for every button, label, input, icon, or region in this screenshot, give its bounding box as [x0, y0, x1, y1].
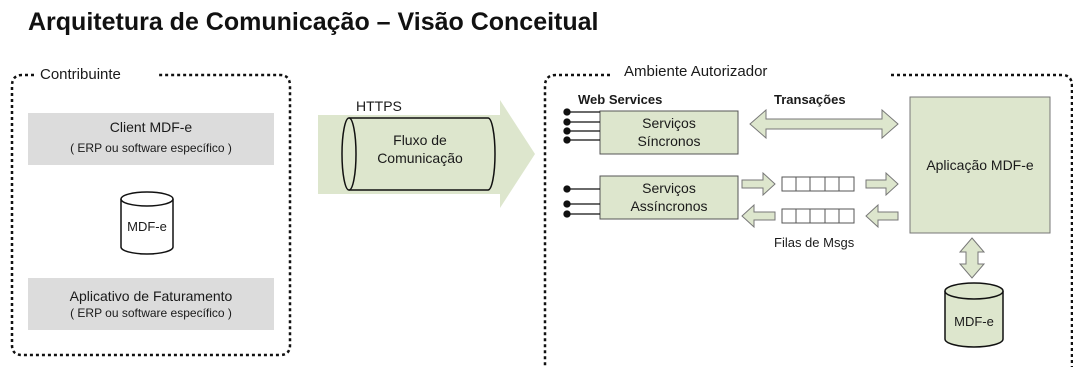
contribuinte-label: Contribuinte — [38, 66, 123, 83]
db-left-label: MDF-e — [127, 219, 167, 234]
database-cylinder-right — [944, 282, 1004, 348]
queues-label: Filas de Msgs — [774, 235, 855, 250]
flow-label-line2: Comunicação — [377, 150, 463, 166]
sync-double-arrow — [749, 108, 899, 140]
db-right-label: MDF-e — [954, 314, 994, 329]
client-box — [28, 113, 274, 165]
client-title: Client MDF-e — [109, 119, 193, 135]
async-label-line2: Assíncronos — [630, 198, 708, 214]
database-cylinder-left — [120, 191, 174, 255]
app-mdfe-box — [909, 96, 1051, 234]
flow-label-line1: Fluxo de — [393, 132, 447, 148]
autorizador-label: Ambiente Autorizador — [620, 63, 772, 80]
page-title: Arquitetura de Comunicação – Visão Conce… — [28, 8, 599, 36]
queue-top — [781, 176, 855, 192]
queue-bottom — [781, 208, 855, 224]
contribuinte-border — [10, 73, 292, 357]
https-label: HTTPS — [356, 98, 402, 114]
sync-label-line2: Síncronos — [637, 133, 701, 149]
sync-connectors — [563, 108, 600, 144]
app-db-double-arrow — [958, 237, 986, 279]
client-subtitle: ( ERP ou software específico ) — [70, 141, 232, 155]
transacoes-label: Transações — [774, 92, 846, 107]
async-services-box — [599, 175, 739, 220]
autorizador-border — [543, 73, 610, 367]
sync-label-line1: Serviços — [642, 115, 696, 131]
app-faturamento-subtitle: ( ERP ou software específico ) — [70, 306, 232, 320]
async-out-arrow-2 — [865, 171, 899, 197]
async-in-arrow-1 — [741, 203, 776, 229]
app-mdfe-label: Aplicação MDF-e — [926, 157, 1034, 173]
app-faturamento-title: Aplicativo de Faturamento — [69, 288, 233, 304]
async-connectors — [563, 185, 600, 218]
app-faturamento-box — [28, 278, 274, 330]
async-out-arrow-1 — [741, 171, 776, 197]
async-label-line1: Serviços — [642, 180, 696, 196]
sync-services-box — [599, 110, 739, 155]
https-pipe — [341, 117, 496, 191]
web-services-label: Web Services — [578, 92, 663, 107]
async-in-arrow-2 — [865, 203, 899, 229]
